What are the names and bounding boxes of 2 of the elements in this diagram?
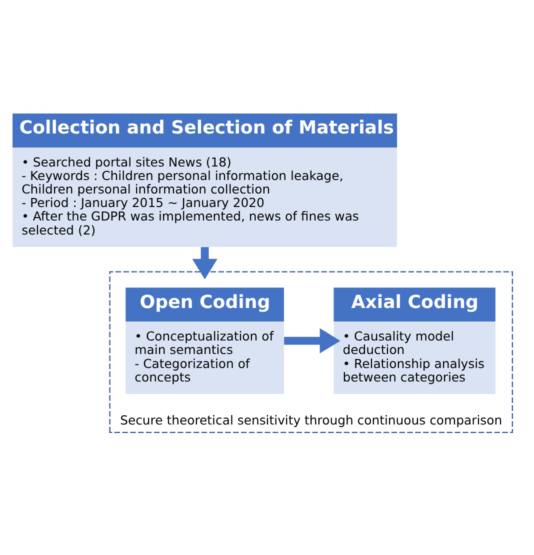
arrow bbox=[284, 328, 340, 354]
arrow bbox=[192, 247, 218, 280]
